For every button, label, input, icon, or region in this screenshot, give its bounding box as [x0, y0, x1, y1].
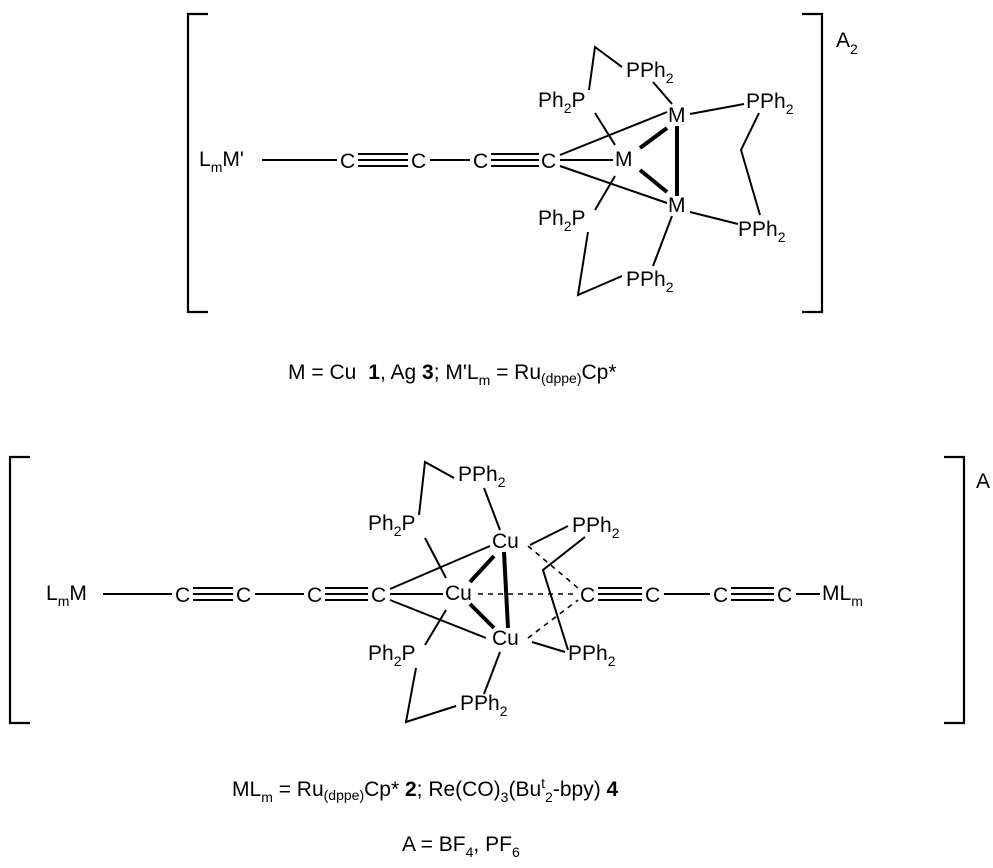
- dppm-ch2-bottom: [404, 667, 457, 724]
- carbon-label: C: [473, 150, 488, 173]
- carbon-label: C: [371, 584, 386, 607]
- dppm-ch2-top: [588, 45, 623, 91]
- pph2-upper-right: PPh2: [746, 90, 794, 117]
- dppm-ch2-right: [739, 112, 761, 216]
- bond-m-m: [638, 126, 669, 150]
- bond-m-m: [638, 168, 669, 194]
- pph2-lower-right: PPh2: [738, 218, 786, 245]
- pph2-upper-right: PPh2: [572, 514, 620, 541]
- bond-p-cu: [483, 651, 501, 695]
- copper-top: Cu: [492, 530, 519, 553]
- bond-cu-cu: [468, 602, 496, 630]
- ph2p-lower-left: Ph2P: [538, 207, 586, 234]
- dppm-ch2-bottom: [576, 231, 623, 297]
- carbon-label: C: [307, 584, 322, 607]
- pph2-top: PPh2: [458, 463, 506, 490]
- carbon-label: C: [175, 584, 190, 607]
- bond-c-m: [559, 165, 668, 204]
- copper-bottom: Cu: [492, 627, 519, 650]
- metal-ligand-left: LmM: [46, 582, 87, 609]
- bond-cu-cu: [468, 554, 496, 584]
- pph2-bottom: PPh2: [626, 268, 674, 295]
- caption-2: MLm = Ru(dppe)Cp* 2; Re(CO)3(But2-bpy) 4: [232, 775, 619, 805]
- bond-p-m: [652, 81, 673, 105]
- carbon-label: C: [411, 150, 426, 173]
- dppm-ch2-top: [418, 460, 455, 516]
- left-bracket: [8, 455, 30, 725]
- right-bracket: [802, 12, 824, 314]
- metal-m-bottom: M: [668, 194, 686, 217]
- ph2p-upper-left: Ph2P: [368, 512, 416, 539]
- bond-p-cu: [424, 609, 447, 646]
- pph2-bottom: PPh2: [460, 692, 508, 719]
- carbon-label: C: [580, 584, 595, 607]
- triple-bond: [193, 587, 233, 601]
- metal-m-top: M: [668, 104, 686, 127]
- counter-ion: A2: [836, 29, 858, 57]
- ph2p-upper-left: Ph2P: [538, 89, 586, 116]
- bond-p-m: [652, 215, 673, 267]
- triple-bond: [731, 587, 774, 601]
- structure-1: A2 LmM' C C C C M M M PPh2: [186, 12, 858, 314]
- triple-bond: [598, 587, 642, 601]
- triple-bond: [325, 587, 368, 601]
- ph2p-lower-left: Ph2P: [368, 642, 416, 669]
- structure-2: A LmM C C C C Cu Cu Cu: [8, 455, 990, 725]
- pph2-lower-right: PPh2: [568, 642, 616, 669]
- bond-cu-c-dashed: [527, 545, 579, 589]
- metal-ligand-right: MLm: [822, 582, 863, 609]
- right-bracket: [944, 455, 966, 725]
- bond-p-m: [689, 103, 745, 115]
- bond-p-cu: [529, 525, 569, 546]
- counter-ion: A: [976, 470, 990, 493]
- metal-m-middle: M: [615, 148, 633, 171]
- pph2-top: PPh2: [626, 59, 674, 86]
- copper-middle: Cu: [445, 582, 472, 605]
- bond-cu-cu: [502, 551, 510, 629]
- caption-3: A = BF4, PF6: [402, 833, 520, 860]
- bond-p-m: [689, 211, 739, 225]
- carbon-label: C: [645, 584, 660, 607]
- bond-c-m: [559, 111, 668, 156]
- bond-p-m: [594, 175, 616, 211]
- bond-p-m: [594, 112, 616, 146]
- carbon-label: C: [340, 150, 355, 173]
- bond-p-cu: [531, 641, 566, 653]
- dppm-ch2-right: [541, 536, 586, 651]
- left-bracket: [186, 12, 208, 314]
- bond-p-cu: [424, 537, 447, 579]
- triple-bond: [358, 153, 408, 167]
- carbon-label: C: [713, 584, 728, 607]
- triple-bond: [491, 153, 539, 167]
- metal-ligand-label: LmM': [199, 148, 244, 175]
- bond-c-cu: [389, 599, 487, 639]
- carbon-label: C: [236, 584, 251, 607]
- bond-p-cu: [483, 487, 501, 531]
- carbon-label: C: [777, 584, 792, 607]
- carbon-label: C: [541, 150, 556, 173]
- bond-cu-c-dashed: [527, 599, 579, 639]
